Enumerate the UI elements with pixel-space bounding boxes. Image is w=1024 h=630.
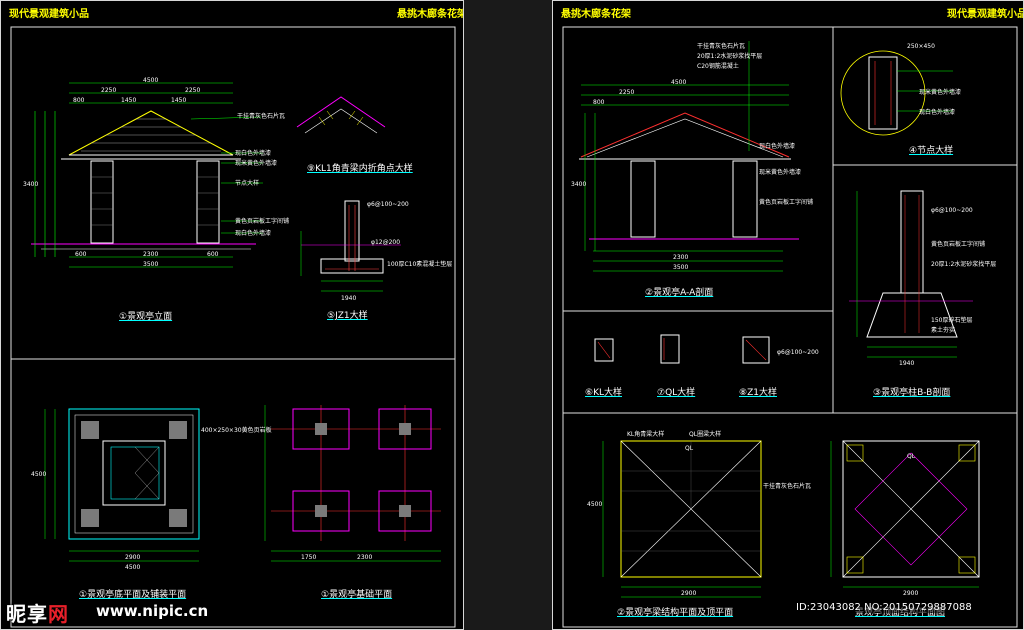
- caption-kl1-detail: ⑨KL1角青梁内折角点大样: [307, 164, 413, 174]
- dim-2250-a: 2250: [101, 87, 117, 94]
- beam-details: [594, 334, 770, 364]
- note-rebar-z1: φ6@100~200: [777, 349, 819, 356]
- floor-paving-plan: [44, 408, 200, 562]
- section-aa: [579, 41, 799, 272]
- dim-1940: 1940: [341, 295, 357, 302]
- dim-3400: 3400: [23, 181, 39, 188]
- note-stone-right: 黄色页岩板工字间铺: [759, 199, 814, 206]
- roof-plan: [830, 440, 980, 588]
- dim-total-width-right: 4500: [671, 79, 687, 86]
- note-paint-white-2: 现白色外墙漆: [235, 230, 272, 237]
- dim-2300: 2300: [143, 251, 159, 258]
- right-sheet-linework: [562, 26, 1018, 628]
- sheet-title-left: 现代景观建筑小品: [9, 9, 89, 20]
- site-url: www.nipic.cn: [96, 602, 209, 620]
- dim-600-b: 600: [207, 251, 219, 258]
- note-layer-column: 20厚1:2水泥砂浆找平层: [931, 261, 997, 268]
- dim-1750: 1750: [301, 554, 317, 561]
- note-cushion: 100厚C10素混凝土垫层: [387, 261, 453, 268]
- dim-2900-roof: 2900: [903, 590, 919, 597]
- caption-elevation: ①景观亭立面: [119, 312, 173, 322]
- sheet-subtitle-right: 悬挑木廊条花架: [561, 9, 631, 20]
- note-stone: 黄色页岩板工字间铺: [235, 218, 290, 225]
- foundation-plan: [264, 405, 441, 562]
- site-logo: 昵享网: [6, 598, 69, 627]
- site-logo-text: 昵享: [6, 602, 48, 626]
- dim-1940-right: 1940: [899, 360, 915, 367]
- dim-2300-right: 2300: [673, 254, 689, 261]
- dim-600-a: 600: [75, 251, 87, 258]
- kl1-corner-detail: [296, 96, 386, 134]
- caption-ql-detail: ⑦QL大样: [657, 388, 696, 398]
- dim-2250-b: 2250: [185, 87, 201, 94]
- dim-2250-right-a: 2250: [619, 89, 635, 96]
- note-rebar-2: φ12@200: [371, 239, 401, 246]
- note-paint-white-node: 现白色外墙漆: [919, 109, 956, 116]
- sheet-subtitle-left: 悬挑木廊条花架: [397, 9, 464, 20]
- left-frame: [10, 26, 456, 628]
- note-rebar: φ6@100~200: [367, 201, 409, 208]
- dim-3500-right: 3500: [673, 264, 689, 271]
- right-frame: [562, 26, 1018, 628]
- note-paint-beige-node: 现米黄色外墙漆: [919, 89, 962, 96]
- dim-1450-a: 1450: [121, 97, 137, 104]
- note-ql-beam: QL圈梁大样: [689, 431, 722, 438]
- dim-2300-foundation: 2300: [357, 554, 373, 561]
- caption-section-aa: ②景观亭A-A剖面: [645, 288, 714, 298]
- note-paint-white-right: 现白色外墙漆: [759, 143, 796, 150]
- note-rebar-right: φ6@100~200: [931, 207, 973, 214]
- caption-node-detail: ④节点大样: [909, 146, 954, 156]
- site-logo-text-accent: 网: [48, 602, 69, 626]
- dim-4500-right-vertical: 4500: [587, 501, 603, 508]
- roof-structure-plan: [602, 440, 762, 598]
- label-ql-roof: QL: [907, 453, 916, 460]
- note-paint-beige-right: 现米黄色外墙漆: [759, 169, 802, 176]
- dim-1450-b: 1450: [171, 97, 187, 104]
- node-detail: [840, 50, 953, 136]
- note-stone-column: 黄色页岩板工字间铺: [931, 241, 986, 248]
- note-tile-plan: 干挂青灰色石片瓦: [763, 483, 812, 490]
- dim-3500: 3500: [143, 261, 159, 268]
- caption-jz1-detail: ⑤JZ1大样: [327, 311, 368, 321]
- note-roof-tile: 干挂青灰色石片瓦: [237, 113, 286, 120]
- dim-total-width: 4500: [143, 77, 159, 84]
- caption-floor-plan: ①景观亭底平面及铺装平面: [79, 590, 187, 600]
- caption-column-section: ③景观亭柱B-B剖面: [873, 388, 951, 398]
- image-id-watermark: ID:23043082 NO:20150729887088: [796, 602, 972, 613]
- dim-2900: 2900: [125, 554, 141, 561]
- note-kl-beam: KL角青梁大样: [627, 431, 665, 438]
- dim-4500-floor: 4500: [125, 564, 141, 571]
- note-soil: 素土夯实: [931, 327, 956, 334]
- dim-2900-right: 2900: [681, 590, 697, 597]
- left-sheet-linework: [10, 26, 456, 628]
- note-paint-white: 现白色外墙漆: [235, 150, 272, 157]
- dim-800-right: 800: [593, 99, 605, 106]
- drawing-sheet-left: 现代景观建筑小品 悬挑木廊条花架 4500 2250 2250 800 1450…: [0, 0, 464, 630]
- caption-roof-plan: 景观亭顶面结构平面图: [855, 608, 946, 618]
- note-layer-right: 20厚1:2水泥砂浆找平层: [697, 53, 763, 60]
- note-node: 节点大样: [235, 180, 260, 187]
- caption-z1-detail: ⑧Z1大样: [739, 388, 777, 398]
- label-ql-top: QL: [685, 445, 694, 452]
- dim-4500-vertical: 4500: [31, 471, 47, 478]
- caption-kl-detail: ⑥KL大样: [585, 388, 622, 398]
- note-paint-beige: 现米黄色外墙漆: [235, 160, 278, 167]
- note-gravel: 150厚碎石垫层: [931, 317, 973, 324]
- caption-roof-structure: ②景观亭梁结构平面及顶平面: [617, 608, 734, 618]
- column-section: [849, 190, 973, 358]
- pavilion-elevation: [31, 82, 263, 268]
- note-tile-right: 干挂青灰色石片瓦: [697, 43, 746, 50]
- caption-foundation: ①景观亭基础平面: [321, 590, 393, 600]
- dim-3400-right: 3400: [571, 181, 587, 188]
- drawing-sheet-right: 悬挑木廊条花架 现代景观建筑小品 干挂青灰色石片瓦 20厚1:2水泥砂浆找平层 …: [552, 0, 1024, 630]
- dim-800: 800: [73, 97, 85, 104]
- note-beam-size: 250×450: [907, 43, 935, 50]
- note-concrete-right: C20钢筋混凝土: [697, 63, 739, 70]
- note-floor: 400×250×30黄色页岩板: [201, 427, 272, 434]
- sheet-title-right: 现代景观建筑小品: [947, 9, 1024, 20]
- jz1-detail: [300, 200, 401, 292]
